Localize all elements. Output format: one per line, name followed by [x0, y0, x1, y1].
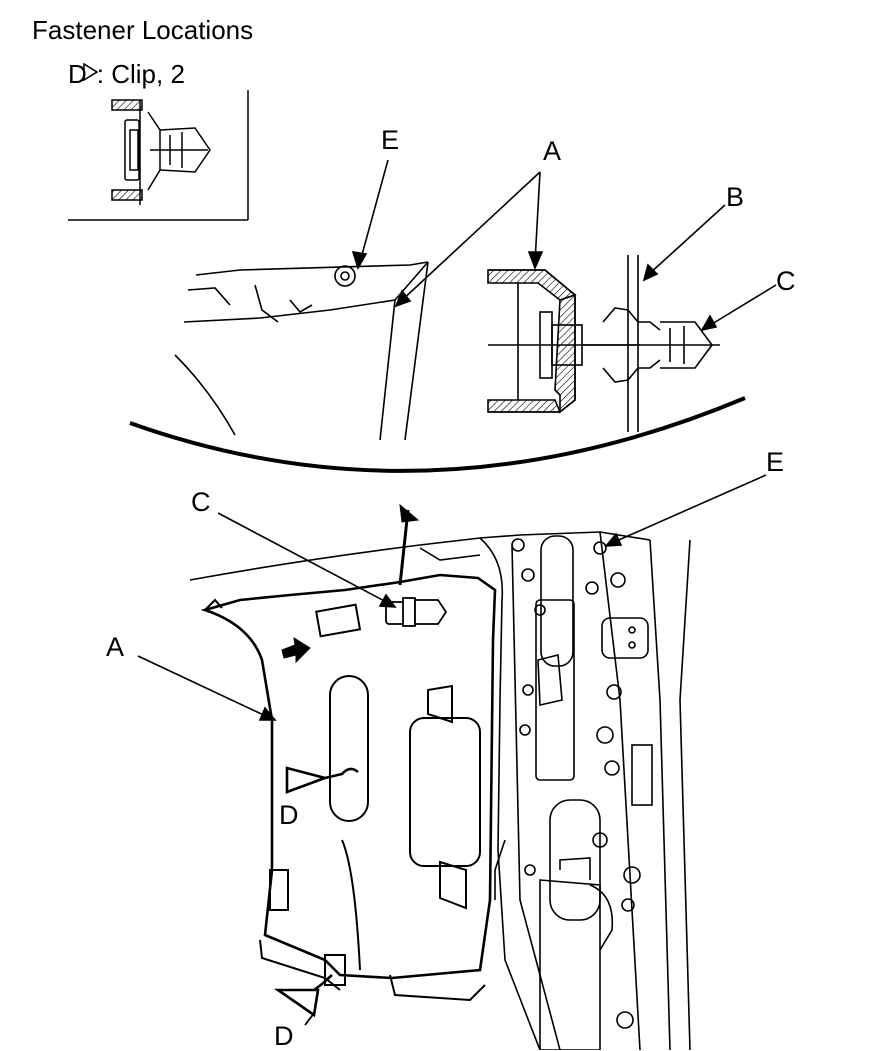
pillar-trim-panel: [200, 573, 497, 1002]
legend-text: : Clip, 2: [96, 59, 185, 89]
label-a-upper: A: [543, 136, 562, 166]
label-b: B: [726, 182, 745, 212]
triangle-marker-icon: [273, 988, 320, 1018]
legend-symbol: D: [68, 59, 87, 89]
clip-location-markers: [273, 766, 359, 1026]
label-a-lower: A: [106, 632, 125, 662]
label-e-lower: E: [766, 447, 785, 477]
callout-leaders: [137, 159, 777, 721]
label-c-upper: C: [776, 266, 796, 296]
diagram-title: Fastener Locations: [32, 15, 254, 45]
label-d-upper: D: [279, 800, 299, 830]
magnify-arc: [129, 396, 746, 586]
legend: D : Clip, 2: [68, 61, 185, 87]
clip-cross-section: [487, 255, 720, 432]
triangle-marker-icon: [285, 766, 330, 794]
legend-triangle-icon: [83, 62, 99, 82]
clip-c-part: [385, 597, 448, 627]
body-pillar: [189, 531, 691, 1050]
label-e-upper: E: [381, 125, 400, 155]
panel-top-closeup: [174, 261, 429, 441]
label-d-lower: D: [274, 1021, 294, 1051]
clip-inset: [68, 90, 249, 221]
label-c-lower: C: [191, 487, 211, 517]
push-arrow-icon: [281, 637, 311, 664]
